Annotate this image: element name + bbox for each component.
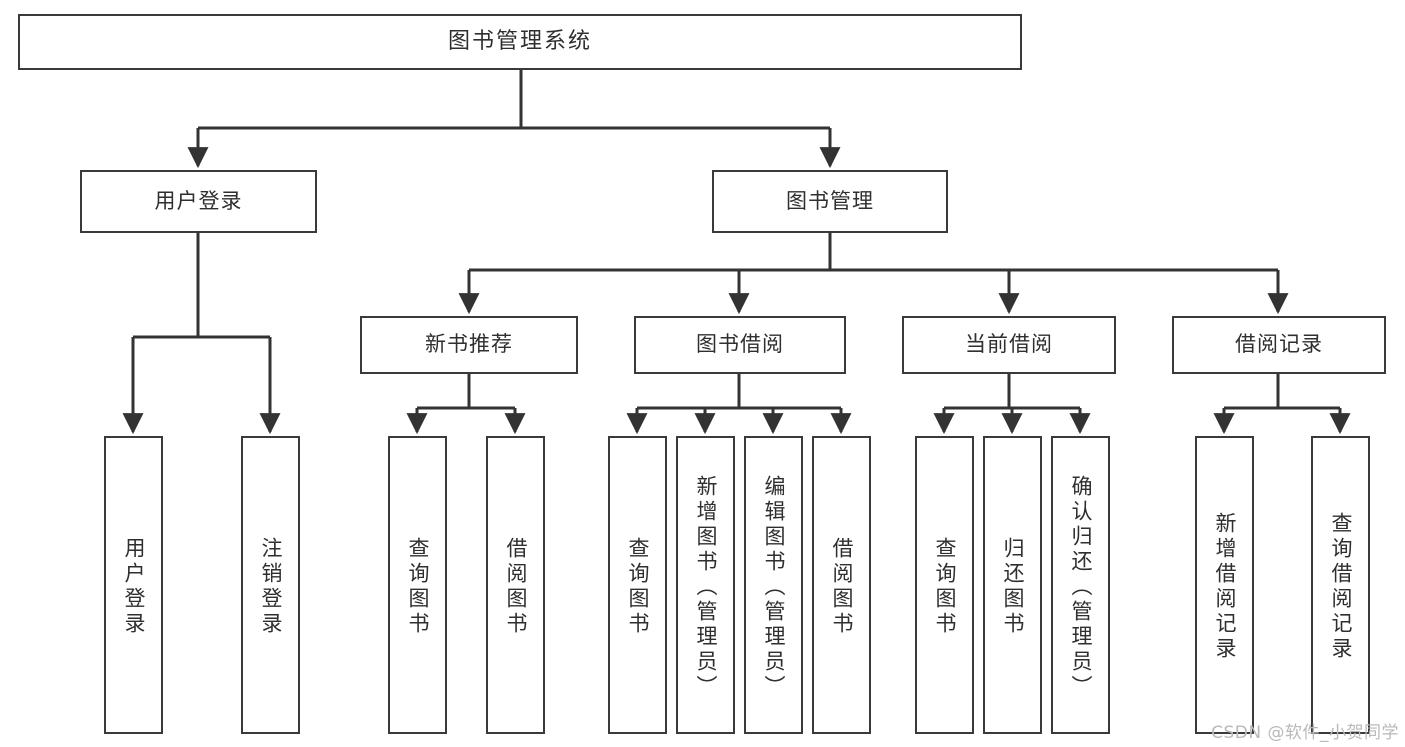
node-leaf-user-logout-label: 注销登录 — [259, 537, 283, 637]
node-new-book-recommend[interactable]: 新书推荐 — [360, 316, 578, 374]
node-leaf-query-book-1-label: 查询图书 — [406, 537, 430, 637]
node-root-label: 图书管理系统 — [447, 28, 592, 54]
watermark-text: CSDN @软件_小贺同学 — [1211, 723, 1399, 743]
node-leaf-borrow-book-2-label: 借阅图书 — [830, 537, 854, 637]
node-leaf-user-login-label: 用户登录 — [122, 537, 146, 637]
node-leaf-add-record[interactable]: 新增借阅记录 — [1195, 436, 1254, 734]
node-leaf-query-record[interactable]: 查询借阅记录 — [1311, 436, 1370, 734]
node-leaf-user-login[interactable]: 用户登录 — [104, 436, 163, 734]
node-leaf-query-book-3-label: 查询图书 — [933, 537, 957, 637]
node-leaf-user-logout[interactable]: 注销登录 — [241, 436, 300, 734]
node-user-login[interactable]: 用户登录 — [80, 170, 317, 233]
node-current-borrow[interactable]: 当前借阅 — [902, 316, 1116, 374]
node-leaf-edit-book-label: 编辑图书（管理员） — [762, 474, 786, 700]
node-leaf-return-book[interactable]: 归还图书 — [983, 436, 1042, 734]
node-book-borrow[interactable]: 图书借阅 — [634, 316, 846, 374]
node-leaf-confirm-return-label: 确认归还（管理员） — [1069, 474, 1093, 700]
node-user-login-label: 用户登录 — [154, 188, 243, 213]
node-leaf-add-record-label: 新增借阅记录 — [1213, 512, 1237, 662]
node-leaf-query-record-label: 查询借阅记录 — [1329, 512, 1353, 662]
node-book-manage-label: 图书管理 — [786, 188, 874, 213]
node-book-manage[interactable]: 图书管理 — [712, 170, 948, 233]
node-borrow-record[interactable]: 借阅记录 — [1172, 316, 1386, 374]
node-leaf-confirm-return[interactable]: 确认归还（管理员） — [1051, 436, 1110, 734]
node-leaf-borrow-book-2[interactable]: 借阅图书 — [812, 436, 871, 734]
node-leaf-borrow-book-1[interactable]: 借阅图书 — [486, 436, 545, 734]
node-leaf-add-book-label: 新增图书（管理员） — [694, 474, 718, 700]
node-current-borrow-label: 当前借阅 — [965, 332, 1053, 357]
node-borrow-record-label: 借阅记录 — [1235, 332, 1323, 357]
node-leaf-query-book-2-label: 查询图书 — [626, 537, 650, 637]
node-leaf-query-book-2[interactable]: 查询图书 — [608, 436, 667, 734]
node-new-book-recommend-label: 新书推荐 — [425, 332, 513, 357]
node-book-borrow-label: 图书借阅 — [696, 332, 784, 357]
node-leaf-edit-book[interactable]: 编辑图书（管理员） — [744, 436, 803, 734]
node-leaf-return-book-label: 归还图书 — [1001, 537, 1025, 637]
node-leaf-add-book[interactable]: 新增图书（管理员） — [676, 436, 735, 734]
node-leaf-borrow-book-1-label: 借阅图书 — [504, 537, 528, 637]
node-leaf-query-book-3[interactable]: 查询图书 — [915, 436, 974, 734]
node-leaf-query-book-1[interactable]: 查询图书 — [388, 436, 447, 734]
node-root[interactable]: 图书管理系统 — [18, 14, 1022, 70]
